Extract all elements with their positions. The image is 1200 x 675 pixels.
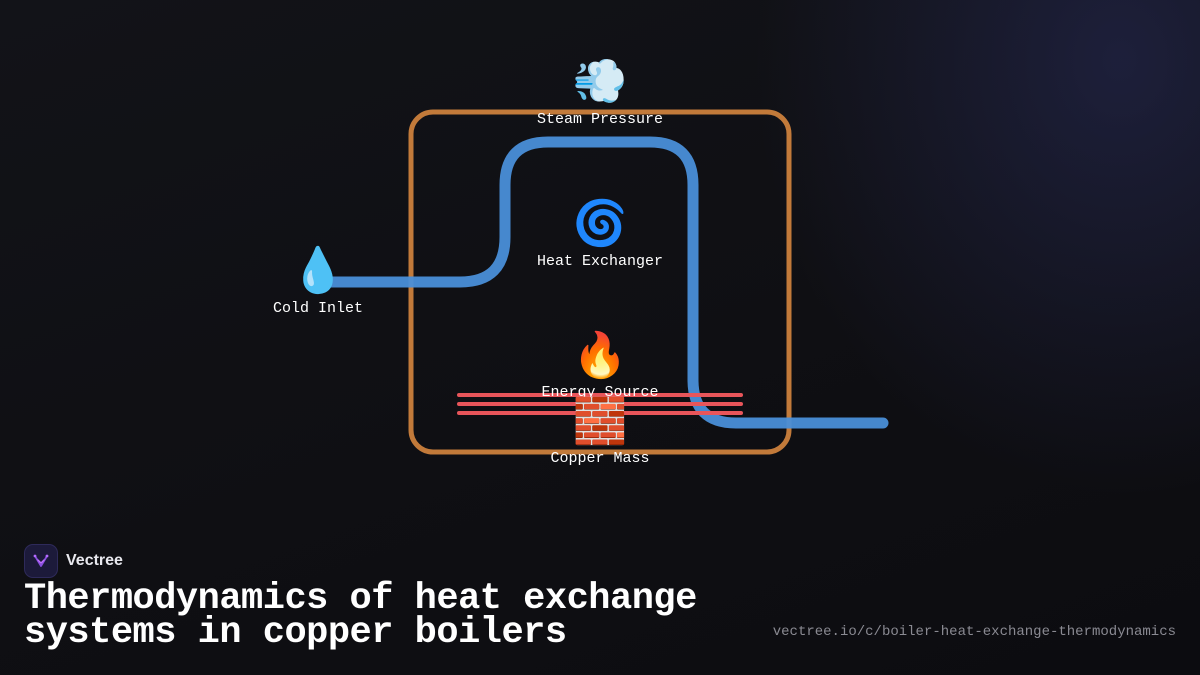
energy-source-label: Energy Source: [541, 384, 658, 401]
node-energy-source: 🔥 Energy Source: [541, 330, 658, 401]
source-url: vectree.io/c/boiler-heat-exchange-thermo…: [772, 624, 1176, 640]
node-steam-pressure: 💨 Steam Pressure: [537, 56, 663, 128]
water-pipe: [324, 136, 889, 429]
vectree-logo-icon: [24, 544, 58, 578]
heat-exchanger-label: Heat Exchanger: [537, 253, 663, 270]
steam-pressure-label: Steam Pressure: [537, 111, 663, 128]
node-copper-mass: 🧱 Copper Mass: [550, 396, 649, 467]
title-line-1: Thermodynamics of heat exchange: [24, 578, 697, 620]
brick-icon: 🧱: [573, 396, 628, 447]
steam-icon: 💨: [573, 56, 628, 107]
brand-name: Vectree: [66, 552, 123, 569]
cold-inlet-label: Cold Inlet: [273, 300, 363, 317]
node-cold-inlet: 💧 Cold Inlet: [273, 245, 363, 317]
brand: Vectree: [24, 544, 123, 578]
page-title: Thermodynamics of heat exchange systems …: [24, 578, 697, 654]
copper-mass-label: Copper Mass: [550, 450, 649, 467]
fire-icon: 🔥: [573, 330, 628, 381]
cyclone-icon: 🌀: [573, 196, 628, 249]
node-heat-exchanger: 🌀 Heat Exchanger: [537, 196, 663, 270]
droplet-icon: 💧: [291, 245, 346, 296]
title-line-2: systems in copper boilers: [24, 612, 567, 654]
